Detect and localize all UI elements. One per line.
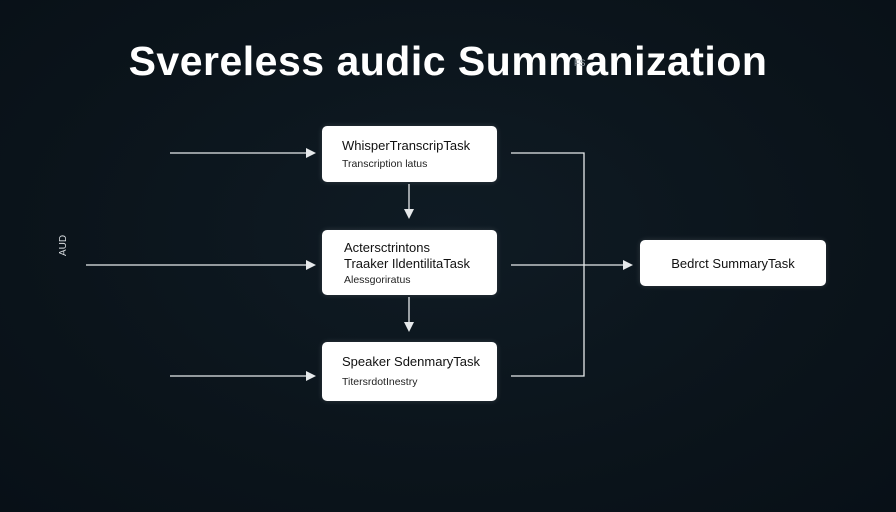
task-name: Actersctrintons Traaker IldentilitaTask (344, 240, 470, 271)
speaker-summary-task-box: Speaker SdenmaryTask TitersrdotInestry (322, 342, 497, 401)
whisper-transcript-task-box: WhisperTranscripTask Transcription latus (322, 126, 497, 182)
task-name: WhisperTranscripTask (342, 138, 471, 153)
task-subtitle: Transcription latus (342, 158, 428, 170)
tracker-identity-task-box: Actersctrintons Traaker IldentilitaTask … (322, 230, 497, 295)
output-task-name: Bedrct SummaryTask (671, 255, 795, 271)
task-subtitle: TitersrdotInestry (342, 376, 418, 388)
diagram-title: Svereless audic Summanization (128, 38, 768, 84)
output-summary-task-box: Bedrct SummaryTask (640, 240, 826, 286)
title-mark: FS (574, 58, 586, 68)
task-name: Speaker SdenmaryTask (342, 354, 481, 369)
task-subtitle: Alessgoriratus (344, 274, 411, 286)
